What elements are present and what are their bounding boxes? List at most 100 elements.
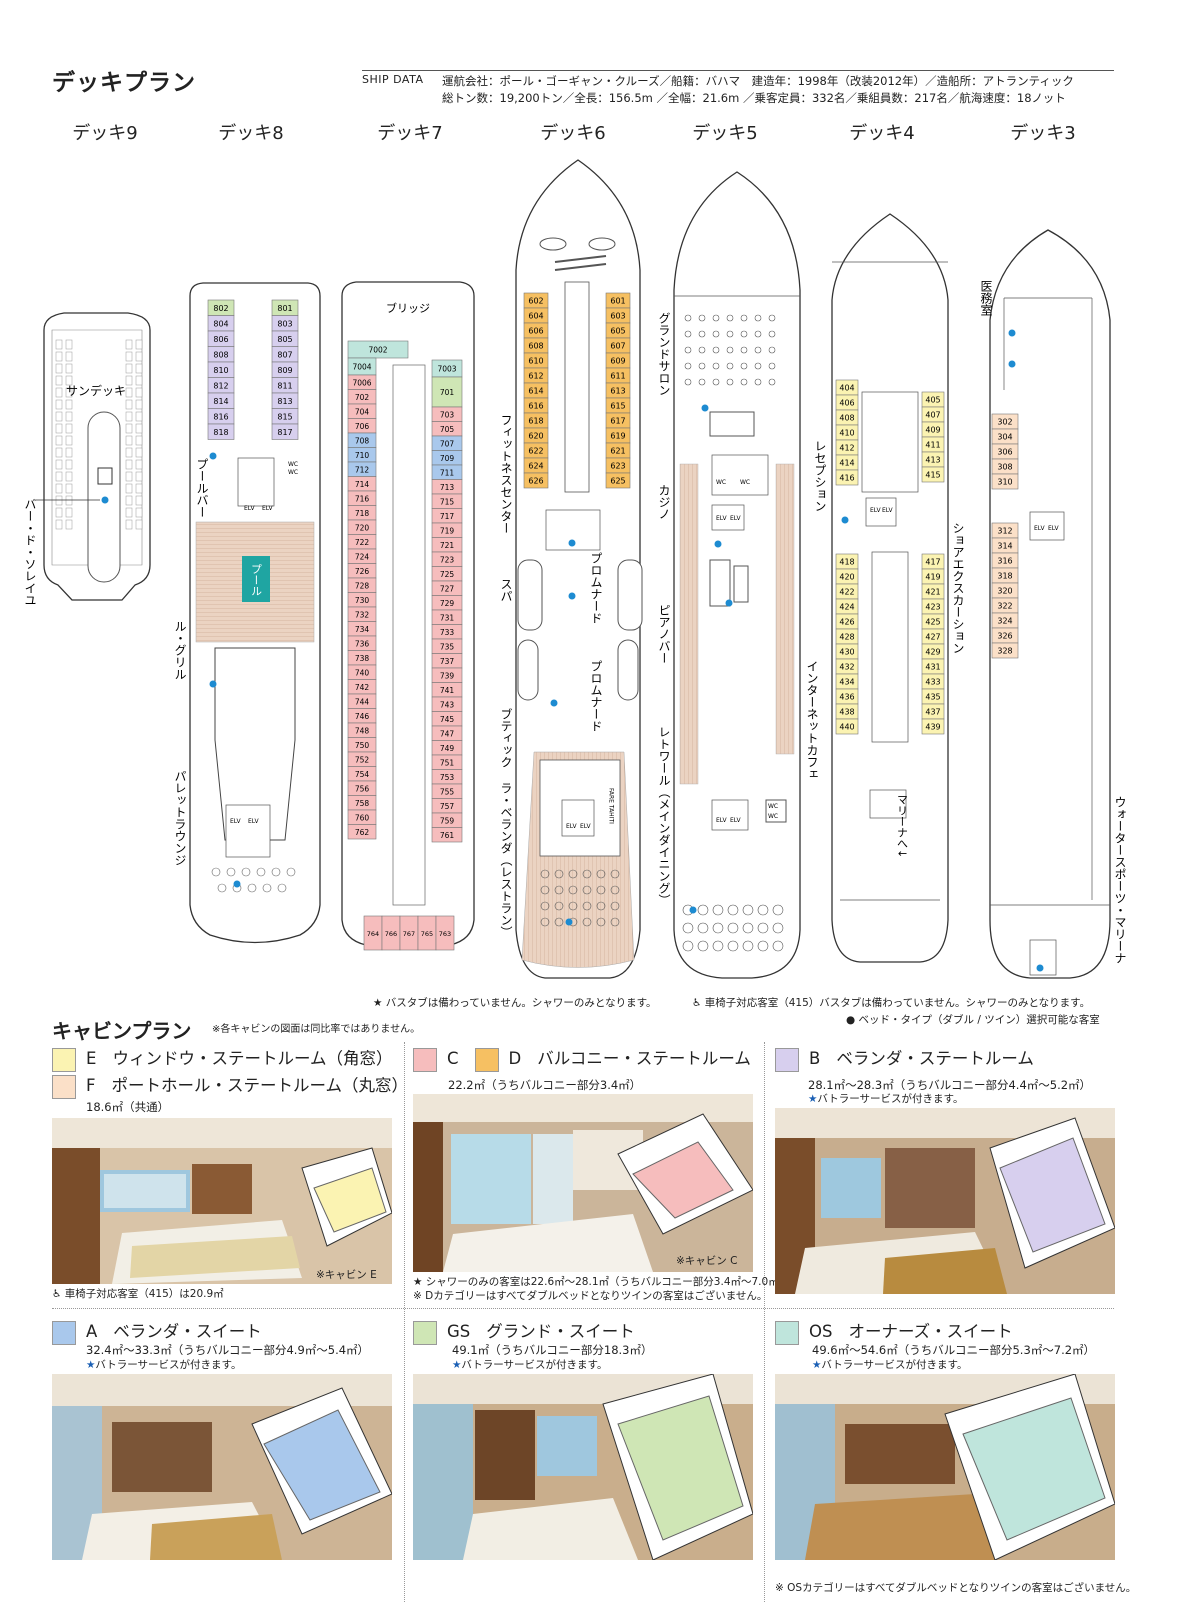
category-area: 49.1㎡（うちバルコニー部分18.3㎡）: [452, 1343, 653, 1357]
cabin-number: 432: [839, 663, 854, 672]
cabin-number: 617: [610, 417, 625, 426]
deck-9-plan: サンデッキ バー・ド・ソレイユ: [23, 312, 151, 606]
cabin-number: 408: [839, 414, 854, 423]
deck-6-plan: 602604606608610612614616618620622624626 …: [499, 159, 643, 979]
cabin-number: 324: [997, 617, 1012, 626]
cabin-number: 605: [610, 327, 625, 336]
location-dot: [209, 680, 217, 688]
location-dot: [725, 599, 733, 607]
cabin-number: 750: [355, 741, 370, 750]
cabin-number: 728: [355, 581, 370, 590]
deck-title: デッキ8: [218, 123, 284, 144]
cabin-number: 738: [355, 654, 370, 663]
cabin-number: 813: [277, 397, 292, 406]
cabin-note: ※ Dカテゴリーはすべてダブルベッドとなりツインの客室はございません。: [413, 1290, 768, 1302]
cabin-number: 426: [839, 618, 854, 627]
cabin-number: 810: [213, 366, 228, 375]
internet-cafe-label: インターネットカフェ: [805, 660, 819, 780]
cabin-number: 709: [440, 454, 455, 463]
cabin-number: 812: [213, 381, 228, 390]
cabin-number: 434: [839, 678, 854, 687]
cabin: [271, 423, 299, 440]
cabin-number: 756: [355, 784, 370, 793]
cabin-number: 746: [355, 712, 370, 721]
cabin-number: 757: [440, 802, 455, 811]
category-area: 28.1㎡〜28.3㎡（うちバルコニー部分4.4㎡〜5.2㎡）: [808, 1078, 1092, 1092]
location-dot: [209, 452, 217, 460]
cabin: [835, 469, 859, 486]
location-dot: [714, 540, 722, 548]
deck-title: デッキ5: [692, 123, 758, 144]
separator: [764, 1042, 765, 1602]
cabin-number: 818: [213, 428, 228, 437]
cabin-number: 320: [997, 587, 1012, 596]
cabin-number: 438: [839, 708, 854, 717]
cabin: [435, 915, 455, 951]
cabin-photo-gs: [413, 1374, 753, 1560]
cabin-number: 811: [277, 381, 292, 390]
pool: [242, 556, 270, 602]
cabin-number: 7004: [352, 363, 371, 372]
cabin-number: 626: [528, 477, 543, 486]
cabin-number: 610: [528, 357, 543, 366]
restroom: WC: [288, 461, 298, 468]
cabin-number: 745: [440, 715, 455, 724]
separator: [404, 1042, 405, 1602]
location-dot: [1008, 329, 1016, 337]
cabin-number: 706: [355, 422, 370, 431]
cabin-number: 604: [528, 312, 543, 321]
cabin-number: 705: [440, 425, 455, 434]
shore-excursion-label: ショアエクスカーション: [951, 522, 965, 654]
cabin-number: 718: [355, 509, 370, 518]
cabin: [431, 376, 463, 408]
cabin-note: ★ シャワーのみの客室は22.6㎡〜28.1㎡（うちバルコニー部分3.4㎡〜7.…: [413, 1276, 790, 1288]
cabin-number: 721: [440, 541, 455, 550]
cabin-number: 440: [839, 723, 854, 732]
cabin-number: 714: [355, 480, 370, 489]
cabin-number: 733: [440, 628, 455, 637]
cabin-number: 615: [610, 402, 625, 411]
cabin-number: 413: [925, 456, 940, 465]
location-dot: [841, 516, 849, 524]
l-etoile-label: レトワール（メインダイニング）: [657, 726, 671, 906]
elevator: ELV: [882, 507, 893, 514]
cabin-number: 428: [839, 633, 854, 642]
butler-service-note: ★バトラーサービスが付きます。: [808, 1093, 964, 1105]
cabin-number: 701: [440, 388, 455, 397]
cabin-number: 763: [439, 930, 451, 938]
ship-data-line: 総トン数：19,200トン／全長：156.5m ／全幅：21.6m ／乗客定員：…: [442, 91, 1066, 105]
cabin-number: 312: [997, 527, 1012, 536]
location-dot: [689, 906, 697, 914]
restroom: WC: [740, 479, 750, 486]
watersports-marina-label: ウォータースポーツ・マリーナ: [1113, 796, 1127, 964]
elevator: ELV: [1034, 525, 1045, 532]
cabin-number: 727: [440, 584, 455, 593]
cabin-number: 807: [277, 350, 292, 359]
cabin-number: 737: [440, 657, 455, 666]
cabin-number: 730: [355, 596, 370, 605]
elevator: ELV: [244, 505, 255, 512]
spa-label: スパ: [499, 578, 513, 602]
cabin-number: 744: [355, 697, 370, 706]
cabin-number: 433: [925, 678, 940, 687]
cabin-number: 613: [610, 387, 625, 396]
elevator: ELV: [262, 505, 273, 512]
cabin-photo-e: [52, 1118, 392, 1284]
cabin-number: 328: [997, 647, 1012, 656]
location-dot: [1008, 360, 1016, 368]
cabin-number: 802: [213, 304, 228, 313]
cabin-number: 816: [213, 412, 228, 421]
butler-service-note: ★バトラーサービスが付きます。: [452, 1359, 608, 1371]
cabin-note: ♿ 車椅子対応客室（415）は20.9㎡: [52, 1288, 224, 1300]
elevator: ELV: [248, 818, 259, 825]
restroom: WC: [716, 479, 726, 486]
elevator: ELV: [580, 823, 591, 830]
cabin-number: 421: [925, 588, 940, 597]
cabin-number: 310: [997, 478, 1012, 487]
cabin-number: 809: [277, 366, 292, 375]
cabin-number: 302: [997, 418, 1012, 427]
